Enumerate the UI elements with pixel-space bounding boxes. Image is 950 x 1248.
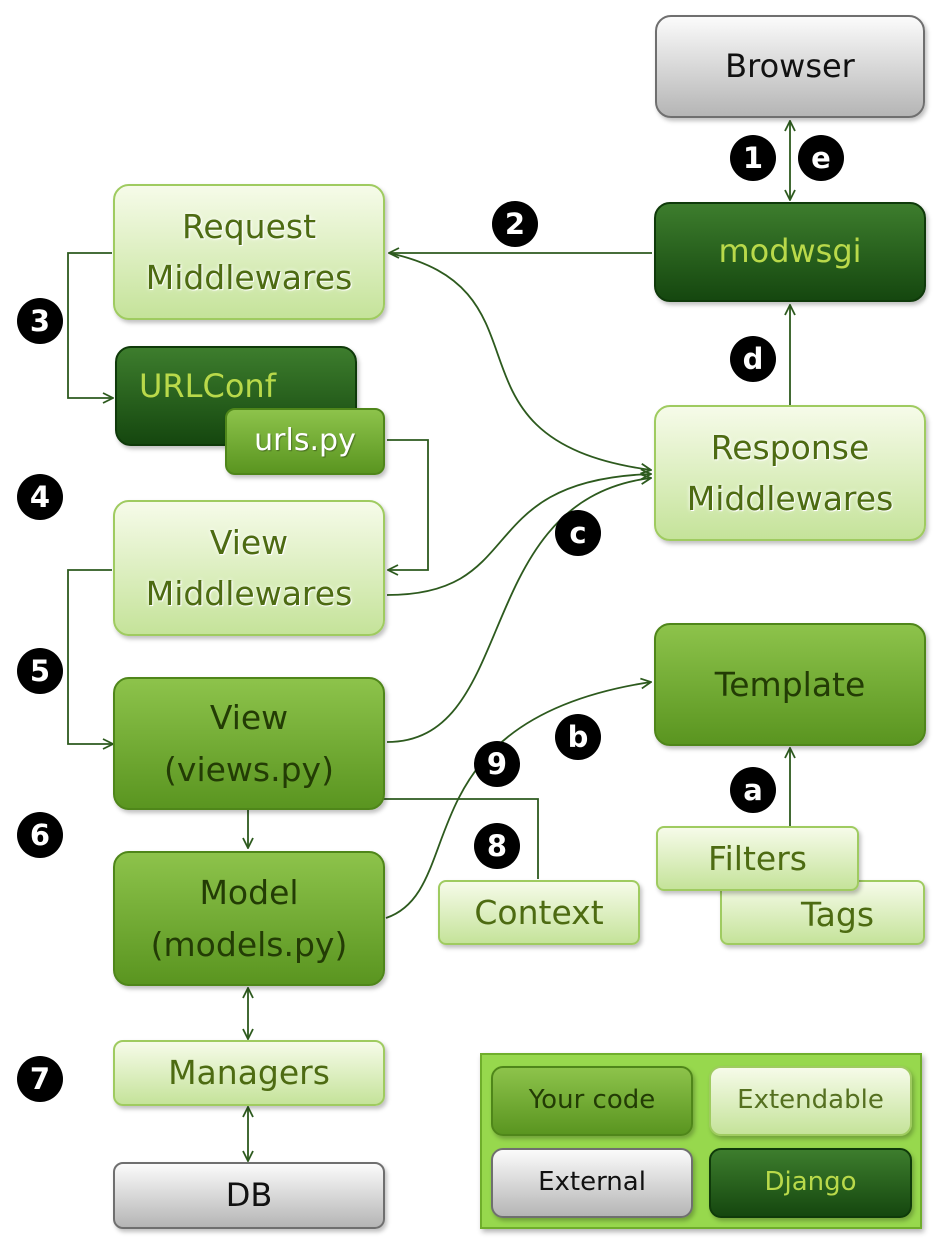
view-node: View (views.py) <box>113 677 385 810</box>
view-middlewares-line1: View <box>209 522 289 562</box>
view-line1: View <box>209 698 289 738</box>
filters-node: Filters <box>656 826 859 891</box>
arrow-viewmw-view <box>67 569 113 744</box>
arrow-model-template <box>385 682 651 919</box>
context-label: Context <box>474 892 604 932</box>
view-middlewares-node: View Middlewares <box>113 500 385 636</box>
legend: Your code Extendable External Django <box>480 1053 922 1229</box>
step-badge-a: a <box>730 767 776 813</box>
modwsgi-label: modwsgi <box>718 232 862 271</box>
view-middlewares-line2: Middlewares <box>145 574 353 613</box>
template-node: Template <box>654 623 926 746</box>
arrow-request-response <box>388 252 651 470</box>
step-badge-9: 9 <box>474 741 520 787</box>
legend-external: External <box>491 1148 693 1218</box>
model-line1: Model <box>199 873 299 913</box>
step-badge-d: d <box>730 336 776 382</box>
managers-label: Managers <box>168 1053 330 1093</box>
step-badge-2: 2 <box>492 201 538 247</box>
request-middlewares-line1: Request <box>181 206 317 246</box>
view-line2: (views.py) <box>164 749 334 789</box>
context-node: Context <box>438 880 640 945</box>
arrow-view-response <box>386 478 651 743</box>
urlconf-label: URLConf <box>139 367 276 405</box>
step-badge-6: 6 <box>17 812 63 858</box>
step-badge-8: 8 <box>474 823 520 869</box>
browser-node: Browser <box>655 15 925 118</box>
urls-py-label: urls.py <box>254 423 356 459</box>
request-middlewares-line2: Middlewares <box>145 258 353 297</box>
step-badge-e: e <box>798 135 844 181</box>
step-badge-1: 1 <box>730 135 776 181</box>
model-line2: (models.py) <box>150 924 348 964</box>
template-label: Template <box>714 664 866 704</box>
legend-your-code: Your code <box>491 1066 693 1136</box>
db-label: DB <box>225 1175 273 1214</box>
legend-external-label: External <box>538 1167 646 1198</box>
arrow-request-urlconf <box>67 252 113 398</box>
legend-extendable: Extendable <box>709 1066 912 1136</box>
arrow-viewmw-response <box>386 474 651 596</box>
response-middlewares-line2: Middlewares <box>686 479 894 518</box>
db-node: DB <box>113 1162 385 1229</box>
urls-py-node: urls.py <box>225 408 385 475</box>
tags-label: Tags <box>800 894 875 934</box>
step-badge-4: 4 <box>17 474 63 520</box>
step-badge-3: 3 <box>17 298 63 344</box>
step-badge-5: 5 <box>17 648 63 694</box>
legend-extendable-label: Extendable <box>737 1085 884 1116</box>
response-middlewares-line1: Response <box>710 427 870 467</box>
legend-your-code-label: Your code <box>528 1085 656 1116</box>
arrow-context-view <box>371 799 539 879</box>
model-node: Model (models.py) <box>113 851 385 986</box>
filters-label: Filters <box>708 838 807 878</box>
arrow-urls-viewmw <box>387 439 429 570</box>
modwsgi-node: modwsgi <box>654 202 926 302</box>
legend-django: Django <box>709 1148 912 1218</box>
step-badge-7: 7 <box>17 1056 63 1102</box>
response-middlewares-node: Response Middlewares <box>654 405 926 541</box>
legend-django-label: Django <box>764 1167 857 1198</box>
browser-label: Browser <box>725 46 855 85</box>
request-middlewares-node: Request Middlewares <box>113 184 385 320</box>
step-badge-c: c <box>555 510 601 556</box>
step-badge-b: b <box>555 714 601 760</box>
managers-node: Managers <box>113 1040 385 1106</box>
